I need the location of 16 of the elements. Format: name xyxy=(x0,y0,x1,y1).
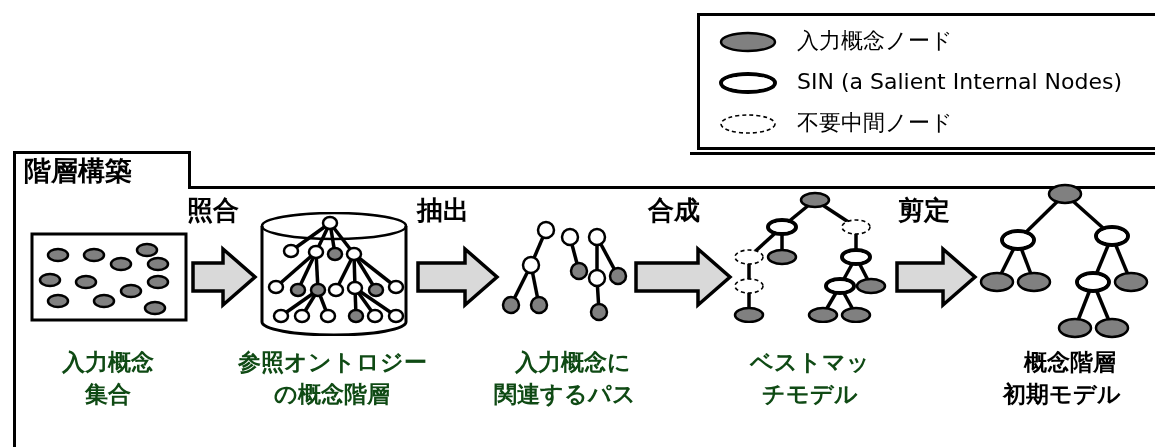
block-arrow xyxy=(895,245,978,309)
edge-label: 剪定 xyxy=(896,195,952,225)
edge-label: 照合 xyxy=(185,195,241,225)
legend-text: SIN (a Salient Internal Nodes) xyxy=(797,68,1122,96)
node-label: 入力概念集合 xyxy=(61,348,155,409)
block-arrow xyxy=(634,245,733,309)
legend-text: 入力概念ノード xyxy=(797,27,953,55)
node-label: 入力概念に関連するパス xyxy=(494,348,636,409)
edge-label: 合成 xyxy=(646,195,702,225)
heading-tab: 階層構築 xyxy=(13,151,191,189)
legend-text: 不要中間ノード xyxy=(797,109,953,137)
block-arrow xyxy=(416,245,500,309)
node-label: 参照オントロジーの概念階層 xyxy=(236,348,428,409)
node-label: ベストマッチモデル xyxy=(748,348,871,409)
block-arrow xyxy=(191,245,258,309)
node-label: 概念階層初期モデル xyxy=(1002,348,1122,409)
